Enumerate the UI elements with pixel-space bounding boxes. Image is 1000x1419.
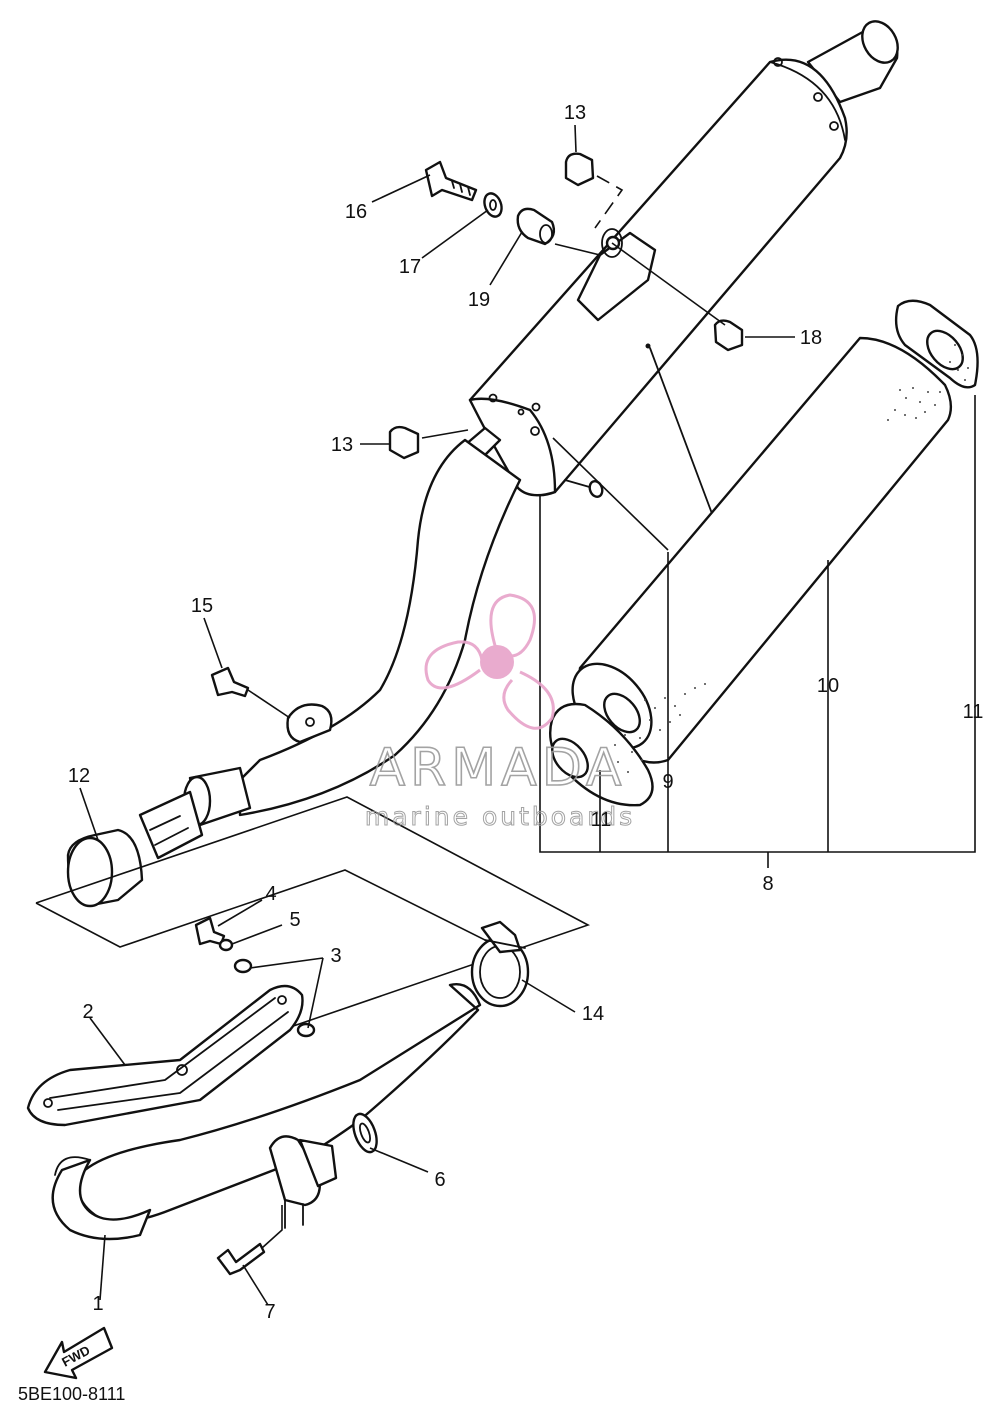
leader-lines: [79, 124, 795, 1306]
part-label-11-front: 11: [591, 809, 612, 831]
part-label-1: 1: [92, 1293, 103, 1315]
silencer-packing: [539, 299, 979, 868]
gasket-12: [66, 828, 144, 908]
armada-watermark: ARMADA marine outboards: [364, 593, 635, 832]
hardware: [194, 152, 744, 1276]
part-label-18: 18: [800, 327, 822, 349]
part-label-8: 8: [762, 873, 773, 895]
diagram-code: 5BE100-8111: [18, 1384, 125, 1404]
part-label-16: 16: [345, 201, 367, 223]
part-label-2: 2: [82, 1001, 93, 1023]
part-label-4: 4: [265, 883, 276, 905]
part-label-11-rear: 11: [963, 701, 984, 723]
header-pipe: [51, 983, 482, 1241]
clamp-14: [470, 920, 530, 1008]
watermark-tagline: marine outboards: [365, 802, 635, 831]
part-label-5: 5: [289, 909, 300, 931]
part-label-7: 7: [264, 1301, 275, 1323]
part-label-9: 9: [662, 771, 673, 793]
mid-pipe: [138, 438, 522, 860]
part-labels: 1 2 3 4 5 6 7 8 9 10 11 11 12 13 13 14 1…: [68, 102, 984, 1323]
part-label-12: 12: [68, 765, 90, 787]
part-label-17: 17: [399, 256, 421, 278]
heat-shield-2: [26, 984, 304, 1127]
fwd-arrow-icon: FWD: [43, 1326, 114, 1380]
part-label-3: 3: [330, 945, 341, 967]
packing-stipple: [614, 344, 969, 773]
part-label-6: 6: [434, 1169, 445, 1191]
part-label-10: 10: [817, 675, 839, 697]
watermark-brand: ARMADA: [370, 738, 627, 798]
part-label-13-top: 13: [564, 102, 586, 124]
part-label-19: 19: [468, 289, 490, 311]
part-label-14: 14: [582, 1003, 604, 1025]
propeller-logo-icon: [424, 593, 555, 730]
part-label-15: 15: [191, 595, 213, 617]
part-label-13-mid: 13: [331, 434, 353, 456]
gasket-6: [352, 1112, 378, 1154]
